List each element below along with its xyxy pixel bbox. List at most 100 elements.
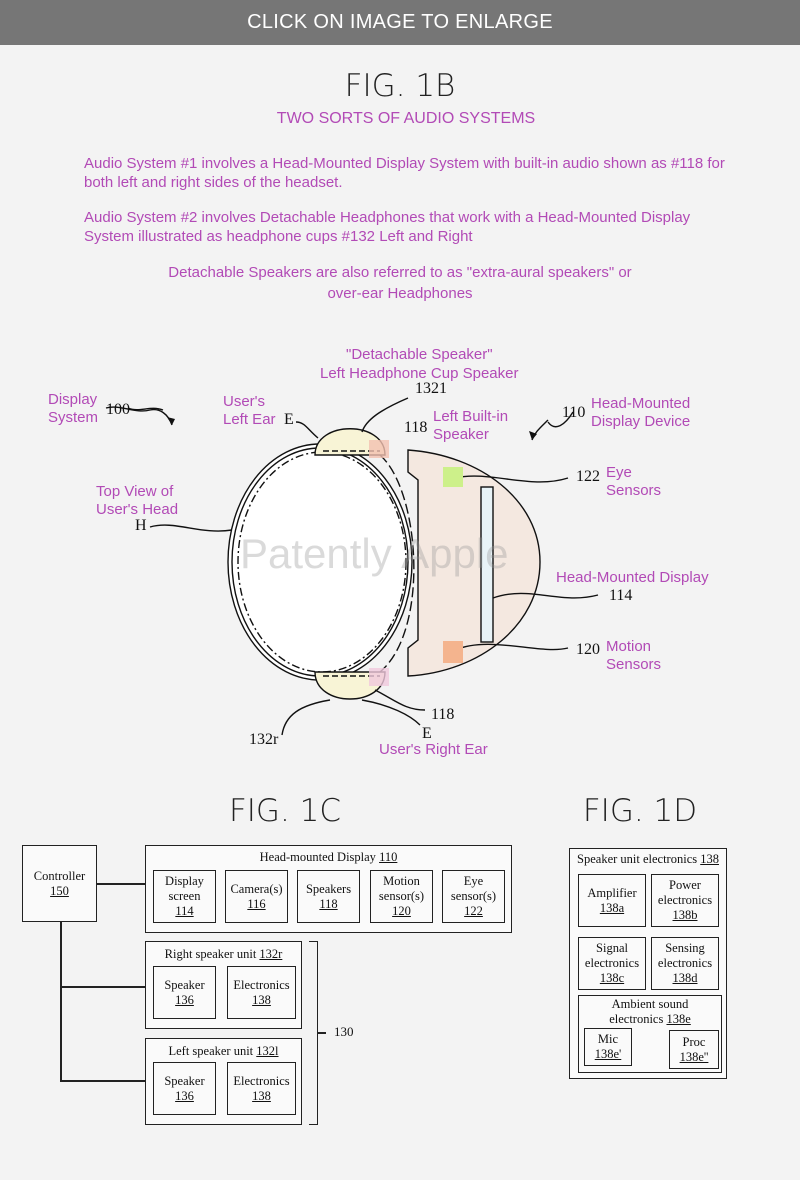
left-speaker-item-box-text: Speaker	[164, 1073, 205, 1088]
ref-132r: 132r	[249, 731, 279, 748]
hmd-item-box-text: Eye	[463, 874, 484, 888]
ref-e-top: E	[284, 411, 294, 428]
ref-e-bottom: E	[422, 725, 432, 742]
right-speaker-item-box-text: 136	[175, 992, 194, 1007]
label-eye-1: Eye	[606, 464, 632, 481]
label-motion-1: Motion	[606, 638, 652, 655]
label-right-ear: User's Right Ear	[379, 741, 488, 758]
sue-label: Speaker unit electronics	[577, 852, 698, 866]
hmd-item-box-text: Speakers	[305, 881, 352, 896]
audio-system-1-text: Audio System #1 involves a Head-Mounted …	[84, 155, 725, 191]
ref-110: 110	[562, 404, 586, 421]
label-hmd-device-2: Display Device	[591, 413, 691, 430]
label-detachable-1: "Detachable Speaker"	[346, 346, 493, 363]
hmd-item-box-text: 120	[392, 904, 411, 918]
label-display-system-2: System	[48, 409, 99, 426]
controller-label: Controller	[33, 868, 86, 883]
label-left-ear-2: Left Ear	[223, 411, 276, 428]
ref-100: 100	[106, 401, 130, 418]
ref-114: 114	[609, 587, 633, 604]
ambient-label-2: electronics	[609, 1012, 664, 1026]
hmd-item-box: Camera(s)116	[225, 870, 288, 923]
proc-label: Proc	[682, 1034, 706, 1049]
right-speaker-item-box-text: Electronics	[233, 977, 290, 992]
ref-120: 120	[576, 641, 600, 658]
head-top-view-drawing	[105, 397, 599, 736]
hmd-item-box-text: sensor(s)	[378, 889, 425, 903]
hmd-item-box-text: 114	[175, 904, 194, 918]
fig-1c-title: FIG. 1C	[228, 793, 342, 829]
left-speaker-item-box-text: Electronics	[233, 1073, 290, 1088]
right-speaker-label: Right speaker unit	[164, 947, 257, 961]
left-speaker-item-box-text: 136	[175, 1088, 194, 1103]
ref-h: H	[135, 517, 147, 534]
fig-1d-title: FIG. 1D	[582, 793, 698, 829]
ambient-label-1: Ambient sound	[611, 997, 689, 1011]
hmd-item-box-text: sensor(s)	[450, 889, 497, 903]
hmd-item-box-text: 118	[319, 896, 338, 911]
label-top-view-1: Top View of	[96, 483, 174, 500]
detachable-text-1: Detachable Speakers are also referred to…	[168, 264, 632, 281]
left-speaker-label: Left speaker unit	[168, 1044, 254, 1058]
fig-1b-title: FIG. 1B	[344, 68, 456, 104]
label-hmd: Head-Mounted Display	[556, 569, 709, 586]
right-speaker-item-box-text: 138	[252, 992, 271, 1007]
ref-118-top: 118	[404, 419, 428, 436]
label-hmd-device-1: Head-Mounted	[591, 395, 691, 412]
label-builtin-1: Left Built-in	[433, 408, 509, 425]
ref-1321: 1321	[415, 380, 447, 397]
hmd-item-box-text: Camera(s)	[230, 881, 283, 896]
hmd-item-box-text: 116	[247, 896, 266, 911]
hmd-item-box-text: 122	[464, 904, 483, 918]
controller-box: Controller 150	[22, 845, 97, 922]
enlarge-image-banner[interactable]: CLICK ON IMAGE TO ENLARGE	[0, 0, 800, 45]
left-builtin-speaker-118	[369, 440, 389, 458]
right-builtin-speaker-118	[369, 668, 389, 686]
sue-item-box-text: electronics	[657, 956, 713, 970]
sue-item-box-text: 138a	[599, 900, 625, 915]
hmd-device-shape	[407, 449, 541, 677]
sue-item-box-text: Power	[669, 878, 701, 892]
hmd-item-box-text: Display	[165, 874, 204, 888]
label-detachable-2: Left Headphone Cup Speaker	[320, 365, 519, 382]
display-114	[480, 486, 494, 643]
detachable-text-2: over-ear Headphones	[327, 285, 473, 302]
fig-1b-subtitle: TWO SORTS OF AUDIO SYSTEMS	[276, 110, 536, 127]
left-speaker-num: 132l	[256, 1044, 279, 1058]
group-bracket	[309, 941, 318, 1125]
hmd-label: Head-mounted Display	[259, 850, 376, 864]
sue-item-box-text: 138b	[672, 908, 698, 922]
sue-item-box-text: 138c	[599, 971, 625, 985]
hmd-item-box-text: screen	[168, 889, 201, 903]
hmd-num: 110	[379, 850, 398, 864]
sue-item-box-text: 138d	[672, 971, 698, 985]
left-speaker-item-box-text: 138	[252, 1088, 271, 1103]
ref-130: 130	[334, 1024, 354, 1039]
hmd-item-box-text: Motion	[383, 874, 420, 888]
label-motion-2: Sensors	[606, 656, 662, 673]
ref-118-bottom: 118	[431, 706, 455, 723]
motion-sensor-120	[443, 641, 463, 663]
eye-sensor-122	[443, 467, 463, 487]
label-left-ear-1: User's	[223, 393, 266, 410]
controller-num: 150	[50, 883, 69, 898]
watermark: Patently Apple	[240, 530, 509, 577]
proc-num: 138e''	[679, 1049, 709, 1064]
sue-item-box-text: electronics	[584, 956, 640, 970]
sue-item-box-text: Amplifier	[587, 885, 637, 900]
label-eye-2: Sensors	[606, 482, 662, 499]
sue-num: 138	[700, 852, 719, 866]
label-builtin-2: Speaker	[433, 426, 489, 443]
sue-item-box-text: Sensing	[665, 941, 705, 955]
